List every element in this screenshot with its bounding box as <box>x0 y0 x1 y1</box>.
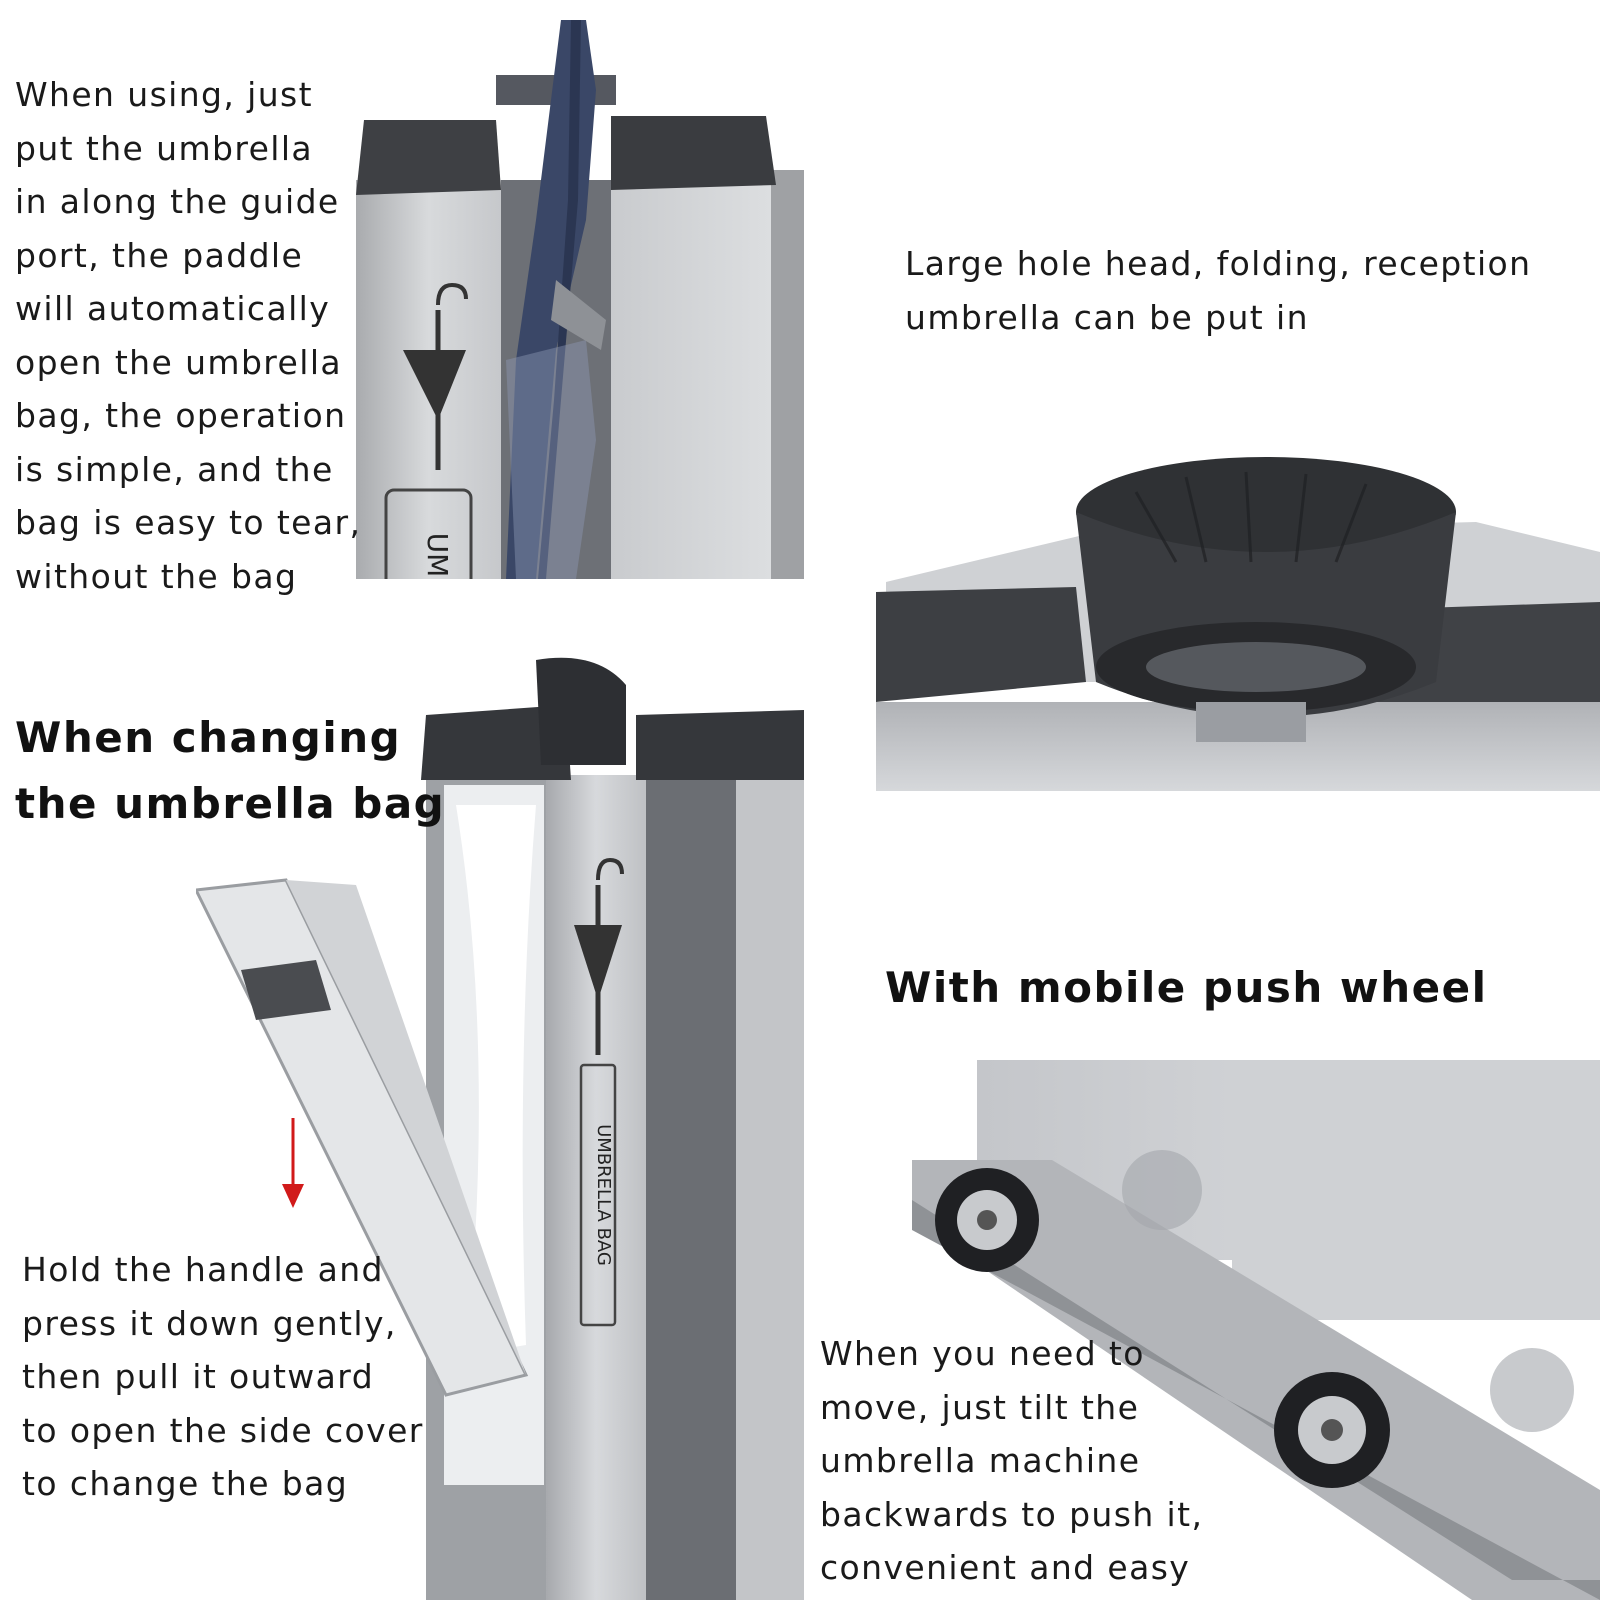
usage-line: port, the paddle <box>15 235 304 275</box>
usage-line: open the umbrella <box>15 342 343 382</box>
photo-hole-head <box>876 452 1600 791</box>
push-wheel-line: umbrella machine <box>820 1441 1141 1480</box>
push-wheel-line: move, just tilt the <box>820 1387 1140 1427</box>
hole-head-description: Large hole head, folding, reception umbr… <box>905 237 1531 344</box>
usage-line: will automatically <box>15 289 331 328</box>
usage-line: without the bag <box>15 556 298 596</box>
change-bag-heading: When changing the umbrella bag <box>15 705 445 837</box>
umbrella-icon <box>403 282 468 470</box>
push-wheel-heading: With mobile push wheel <box>885 955 1487 1021</box>
push-wheel-heading-line: With mobile push wheel <box>885 963 1488 1012</box>
down-arrow-icon <box>282 1118 304 1208</box>
photo-change-bag: UMBRELLA BAG <box>196 655 804 1600</box>
change-bag-line: to open the side cover <box>22 1410 424 1450</box>
change-bag-line: to change the bag <box>22 1464 349 1503</box>
photo-push-wheel <box>912 1060 1600 1600</box>
hole-head-illustration <box>876 452 1600 791</box>
wheel-rear-icon <box>1274 1372 1390 1488</box>
photo-label-um: UM <box>421 533 454 578</box>
usage-line: is simple, and the <box>15 449 334 489</box>
usage-line: put the umbrella <box>15 128 314 168</box>
change-bag-heading-line: When changing <box>15 713 402 762</box>
push-wheel-line: convenient and easy <box>820 1548 1191 1587</box>
hole-head-line: Large hole head, folding, reception <box>905 244 1532 283</box>
hole-head-line: umbrella can be put in <box>905 297 1309 337</box>
usage-line: bag is easy to tear, <box>15 503 362 542</box>
usage-description: When using, just put the umbrella in alo… <box>15 68 361 603</box>
change-bag-line: press it down gently, <box>22 1303 397 1343</box>
umbrella-icon-side <box>574 857 624 1055</box>
change-bag-line: then pull it outward <box>22 1357 375 1396</box>
change-bag-heading-line: the umbrella bag <box>15 779 446 828</box>
push-wheel-illustration <box>912 1060 1600 1600</box>
change-bag-line: Hold the handle and <box>22 1250 384 1289</box>
change-bag-illustration: UMBRELLA BAG <box>196 655 804 1600</box>
push-wheel-line: backwards to push it, <box>820 1494 1204 1534</box>
usage-line: When using, just <box>15 75 313 114</box>
photo-umbrella-insert: UM <box>356 20 804 579</box>
wheel-front-icon <box>935 1168 1039 1272</box>
change-bag-description: Hold the handle and press it down gently… <box>22 1243 424 1511</box>
umbrella-insert-illustration: UM <box>356 20 804 579</box>
push-wheel-description: When you need to move, just tilt the umb… <box>820 1327 1203 1595</box>
photo-label-umbrella-bag: UMBRELLA BAG <box>593 1124 614 1266</box>
usage-line: in along the guide <box>15 182 340 221</box>
push-wheel-line: When you need to <box>820 1334 1145 1373</box>
usage-line: bag, the operation <box>15 396 347 435</box>
